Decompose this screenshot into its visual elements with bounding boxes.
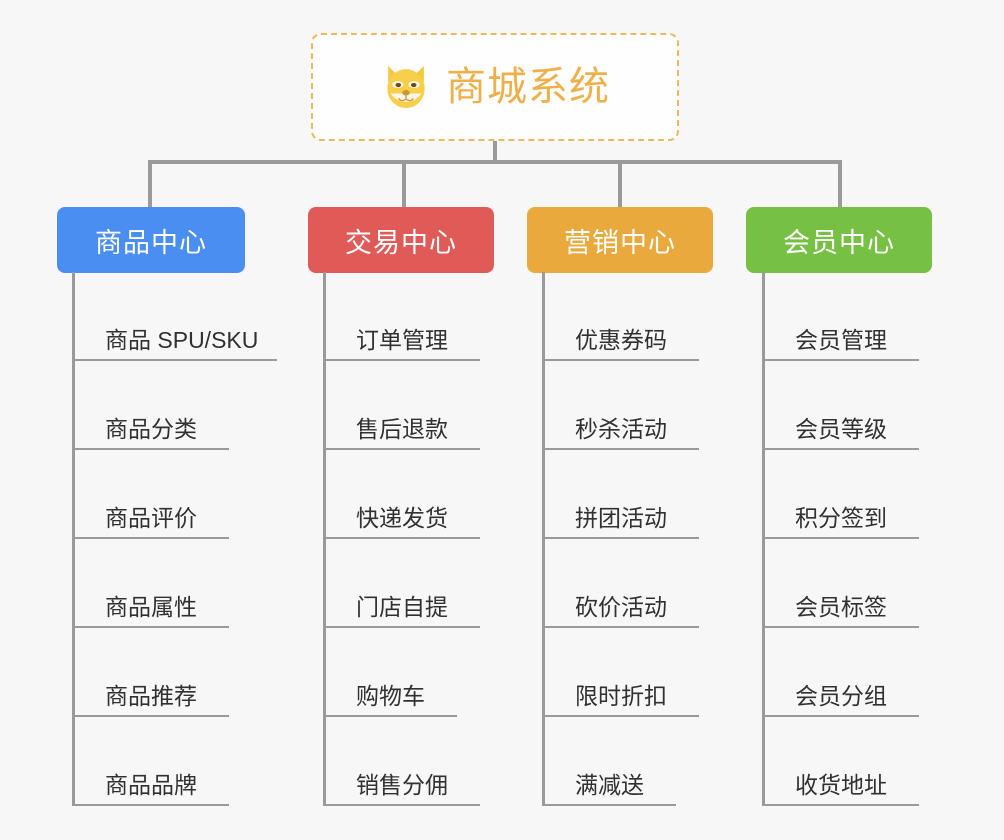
category-label-1: 交易中心 bbox=[345, 227, 457, 258]
leaf-item[interactable]: 会员管理 bbox=[762, 272, 919, 361]
leaf-item[interactable]: 收货地址 bbox=[762, 717, 919, 806]
shiba-dog-face-icon bbox=[387, 65, 425, 109]
leaf-label: 满减送 bbox=[575, 771, 644, 798]
leaf-item[interactable]: 销售分佣 bbox=[323, 717, 480, 806]
leaf-label: 商品品牌 bbox=[105, 771, 197, 798]
leaf-item[interactable]: 快递发货 bbox=[323, 450, 480, 539]
leaf-item[interactable]: 会员分组 bbox=[762, 628, 919, 717]
leaf-label: 积分签到 bbox=[795, 504, 887, 531]
leaf-label: 订单管理 bbox=[356, 326, 448, 353]
leaf-item[interactable]: 商品属性 bbox=[72, 539, 229, 628]
leaf-label: 商品 SPU/SKU bbox=[105, 326, 259, 353]
branch-spine-2 bbox=[542, 272, 545, 806]
leaf-item[interactable]: 拼团活动 bbox=[542, 450, 699, 539]
leaf-item[interactable]: 会员等级 bbox=[762, 361, 919, 450]
leaf-item[interactable]: 砍价活动 bbox=[542, 539, 699, 628]
leaf-label: 商品属性 bbox=[105, 593, 197, 620]
leaf-item[interactable]: 订单管理 bbox=[323, 272, 480, 361]
leaf-label: 购物车 bbox=[356, 682, 425, 709]
category-box-3[interactable]: 会员中心 bbox=[746, 207, 932, 273]
leaf-item[interactable]: 商品推荐 bbox=[72, 628, 229, 717]
branch-spine-3 bbox=[762, 272, 765, 806]
leaf-item[interactable]: 商品 SPU/SKU bbox=[72, 272, 277, 361]
category-label-3: 会员中心 bbox=[783, 227, 895, 258]
leaf-item[interactable]: 积分签到 bbox=[762, 450, 919, 539]
connector-drop-2 bbox=[402, 160, 406, 208]
leaf-label: 售后退款 bbox=[356, 415, 448, 442]
leaf-label: 优惠券码 bbox=[575, 326, 667, 353]
category-box-2[interactable]: 营销中心 bbox=[527, 207, 713, 273]
leaf-item[interactable]: 商品品牌 bbox=[72, 717, 229, 806]
leaf-label: 会员等级 bbox=[795, 415, 887, 442]
leaf-label: 秒杀活动 bbox=[575, 415, 667, 442]
leaf-item[interactable]: 商品分类 bbox=[72, 361, 229, 450]
connector-drop-1 bbox=[148, 160, 152, 208]
leaf-item[interactable]: 满减送 bbox=[542, 717, 676, 806]
root-node[interactable]: 商城系统 bbox=[311, 33, 679, 141]
connector-drop-3 bbox=[618, 160, 622, 208]
leaf-label: 限时折扣 bbox=[575, 682, 667, 709]
leaf-label: 会员标签 bbox=[795, 593, 887, 620]
branch-spine-0 bbox=[72, 272, 75, 806]
root-title: 商城系统 bbox=[446, 65, 610, 109]
leaf-label: 砍价活动 bbox=[575, 593, 667, 620]
leaf-label: 门店自提 bbox=[356, 593, 448, 620]
leaf-item[interactable]: 售后退款 bbox=[323, 361, 480, 450]
connector-trunk bbox=[493, 141, 497, 162]
category-label-0: 商品中心 bbox=[95, 227, 207, 258]
branch-spine-1 bbox=[323, 272, 326, 806]
connector-drop-4 bbox=[838, 160, 842, 208]
category-box-1[interactable]: 交易中心 bbox=[308, 207, 494, 273]
leaf-item[interactable]: 门店自提 bbox=[323, 539, 480, 628]
category-label-2: 营销中心 bbox=[564, 227, 676, 258]
leaf-label: 销售分佣 bbox=[356, 771, 448, 798]
leaf-label: 商品推荐 bbox=[105, 682, 197, 709]
leaf-item[interactable]: 购物车 bbox=[323, 628, 457, 717]
leaf-item[interactable]: 限时折扣 bbox=[542, 628, 699, 717]
leaf-item[interactable]: 商品评价 bbox=[72, 450, 229, 539]
leaf-label: 会员分组 bbox=[795, 682, 887, 709]
leaf-label: 商品分类 bbox=[105, 415, 197, 442]
leaf-item[interactable]: 会员标签 bbox=[762, 539, 919, 628]
leaf-label: 收货地址 bbox=[795, 771, 887, 798]
leaf-label: 会员管理 bbox=[795, 326, 887, 353]
leaf-label: 快递发货 bbox=[356, 504, 448, 531]
connector-bus bbox=[150, 160, 842, 164]
category-box-0[interactable]: 商品中心 bbox=[57, 207, 245, 273]
leaf-item[interactable]: 优惠券码 bbox=[542, 272, 699, 361]
leaf-label: 拼团活动 bbox=[575, 504, 667, 531]
leaf-label: 商品评价 bbox=[105, 504, 197, 531]
leaf-item[interactable]: 秒杀活动 bbox=[542, 361, 699, 450]
